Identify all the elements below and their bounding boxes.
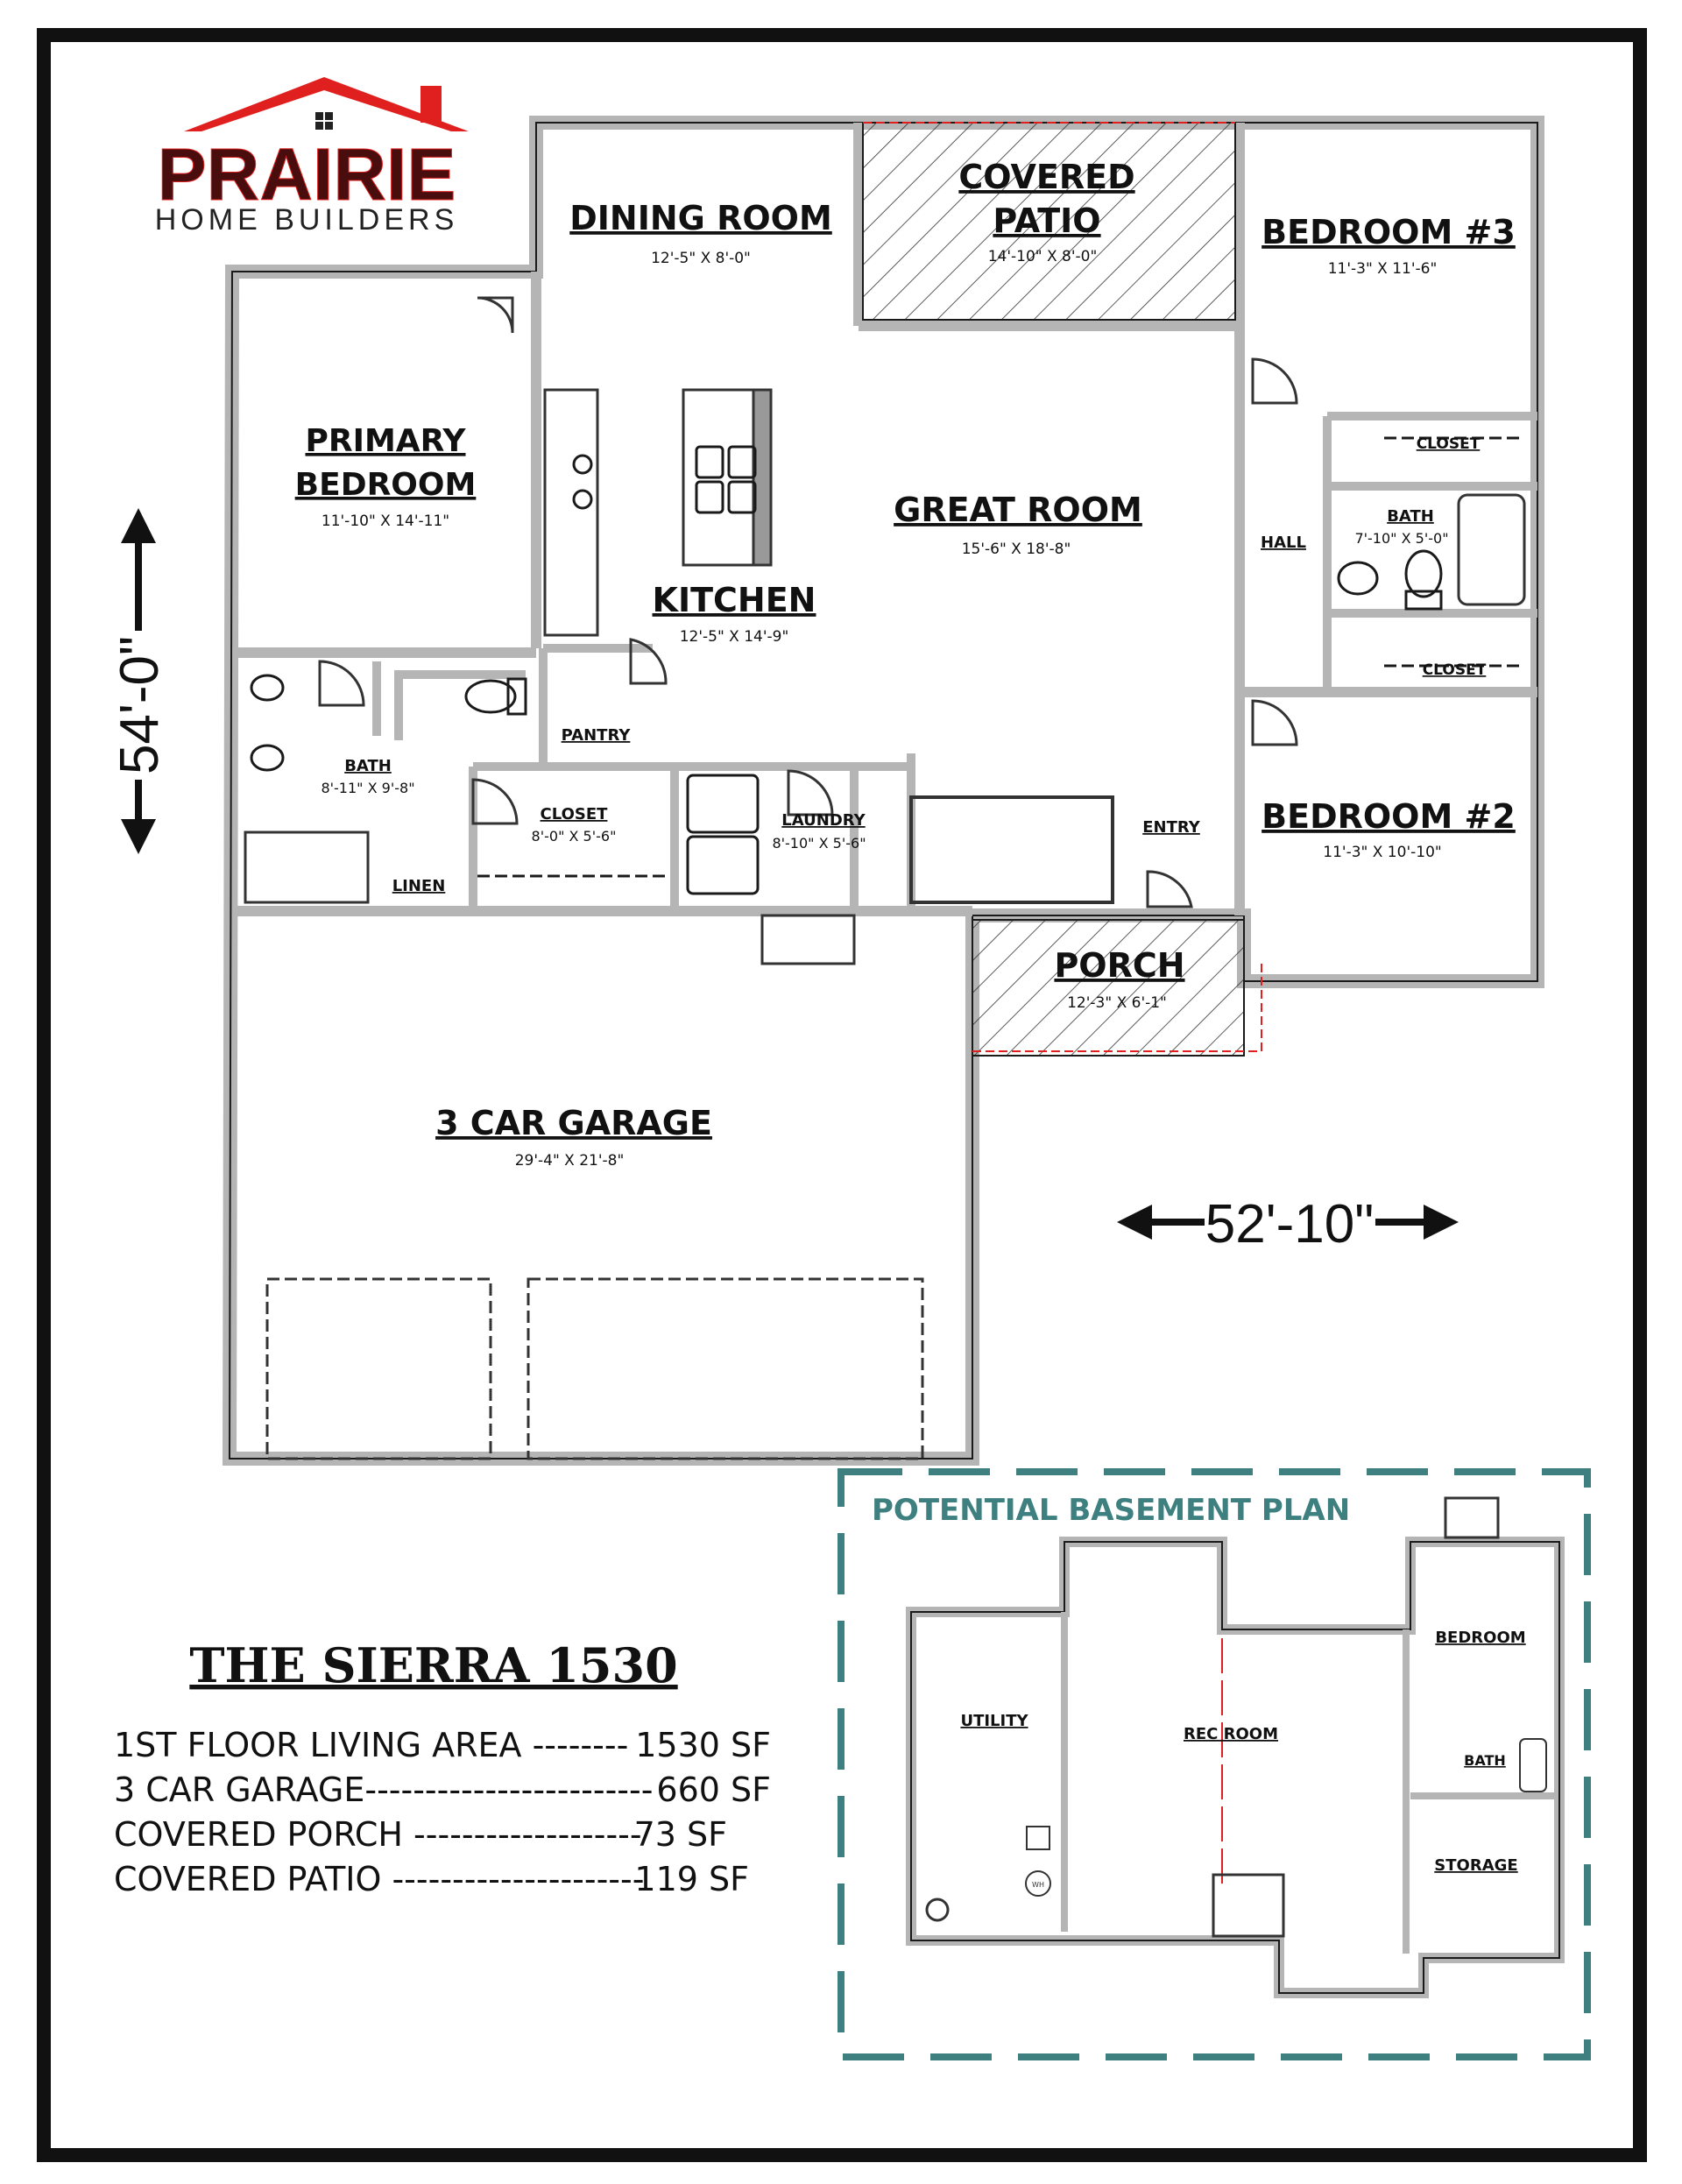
stairs [909, 795, 1114, 904]
company-logo: PRAIRIE HOME BUILDERS [155, 77, 469, 237]
hall-label: HALL [1261, 534, 1306, 552]
bedroom3-size: 11'-3" X 11'-6" [1328, 260, 1438, 278]
primary-closet-size: 8'-0" X 5'-6" [532, 828, 617, 845]
basement-storage-label: STORAGE [1434, 1856, 1517, 1875]
great-room-size: 15'-6" X 18'-8" [962, 541, 1071, 558]
logo-roof-icon [184, 77, 469, 131]
stat-garage-label: 3 CAR GARAGE------------------------ [114, 1771, 653, 1809]
laundry-size: 8'-10" X 5'-6" [772, 835, 866, 852]
stat-living-area-label: 1ST FLOOR LIVING AREA -------- [114, 1726, 628, 1764]
garage-size: 29'-4" X 21'-8" [515, 1152, 625, 1170]
basement-title: POTENTIAL BASEMENT PLAN [872, 1493, 1350, 1528]
depth-dimension: 54'-0" [110, 508, 170, 854]
porch-size: 12'-3" X 6'-1" [1067, 994, 1167, 1012]
garage-title: 3 CAR GARAGE [435, 1104, 712, 1142]
logo-brand: PRAIRIE [158, 133, 456, 216]
porch-area [972, 919, 1245, 1057]
logo-chimney [420, 86, 442, 123]
bedroom2-size: 11'-3" X 10'-10" [1323, 844, 1441, 861]
stat-porch-value: 73 SF [634, 1815, 727, 1854]
dining-room-size: 12'-5" X 8'-0" [651, 250, 751, 267]
width-dimension: 52'-10" [1117, 1191, 1459, 1255]
pantry-label: PANTRY [562, 726, 632, 745]
sheet-border [37, 28, 1647, 2162]
basement-frame [837, 1468, 1591, 2060]
patio-title-line1: COVERED [958, 158, 1134, 196]
entry-label: ENTRY [1142, 818, 1201, 837]
stat-patio-label: COVERED PATIO --------------------- [114, 1860, 644, 1898]
covered-patio-area [862, 122, 1236, 321]
water-heater-label: WH [1032, 1881, 1044, 1889]
primary-bedroom-title-line1: PRIMARY [305, 423, 466, 459]
water-heater-icon [1025, 1870, 1051, 1897]
width-dimension-label: 52'-10" [1205, 1194, 1374, 1255]
depth-dimension-label: 54'-0" [110, 636, 170, 774]
basement-bath-label: BATH [1464, 1752, 1506, 1769]
basement-plan: POTENTIAL BASEMENT PLAN WH UTILITY REC R… [837, 1468, 1591, 2060]
basement-bedroom-label: BEDROOM [1435, 1629, 1525, 1647]
stat-living-area-value: 1530 SF [635, 1726, 771, 1764]
primary-bedroom-title-line2: BEDROOM [295, 467, 477, 503]
plan-name: THE SIERRA 1530 [189, 1637, 677, 1693]
kitchen-size: 12'-5" X 14'-9" [680, 628, 789, 646]
hall-bath-title: BATH [1387, 507, 1434, 526]
great-room-title: GREAT ROOM [894, 491, 1142, 529]
room-labels: DINING ROOM 12'-5" X 8'-0" COVERED PATIO… [295, 158, 1516, 1170]
area-stats: 1ST FLOOR LIVING AREA -------- 1530 SF 3… [114, 1726, 771, 1898]
porch-title: PORCH [1054, 946, 1184, 985]
stat-patio-value: 119 SF [634, 1860, 749, 1898]
bedroom2-title: BEDROOM #2 [1262, 797, 1516, 836]
dining-room-title: DINING ROOM [569, 199, 832, 237]
logo-tagline: HOME BUILDERS [155, 203, 459, 237]
primary-closet-title: CLOSET [541, 805, 609, 823]
basement-stairs [1212, 1873, 1285, 1938]
primary-bath-size: 8'-11" X 9'-8" [321, 780, 414, 796]
kitchen-title: KITCHEN [653, 581, 816, 619]
stat-porch-label: COVERED PORCH ------------------- [114, 1815, 642, 1854]
main-floor-walls [222, 116, 1544, 1466]
stat-garage-value: 660 SF [656, 1771, 771, 1809]
linen-label: LINEN [392, 877, 446, 895]
basement-utility-label: UTILITY [960, 1712, 1028, 1730]
closet-top-label: CLOSET [1417, 435, 1481, 453]
patio-title-line2: PATIO [993, 201, 1100, 240]
hall-bath-size: 7'-10" X 5'-0" [1354, 530, 1448, 547]
primary-bedroom-size: 11'-10" X 14'-11" [322, 512, 449, 530]
primary-bath-title: BATH [344, 757, 392, 775]
closet-mid-label: CLOSET [1423, 661, 1487, 679]
laundry-title: LAUNDRY [781, 811, 866, 830]
patio-size: 14'-10" X 8'-0" [988, 248, 1098, 265]
bedroom3-title: BEDROOM #3 [1262, 213, 1516, 251]
basement-rec-room-label: REC ROOM [1184, 1725, 1278, 1743]
